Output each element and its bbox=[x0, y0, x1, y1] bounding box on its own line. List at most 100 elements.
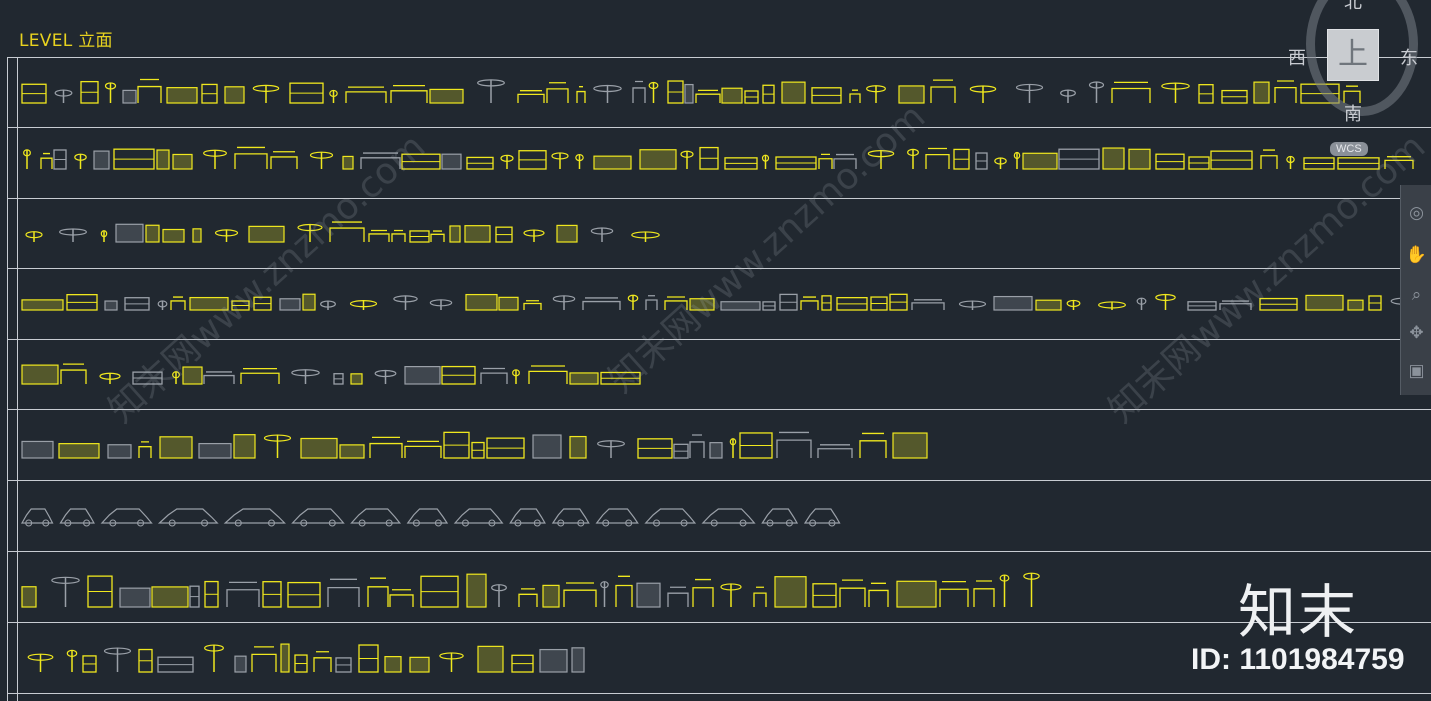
showmotion-icon[interactable]: ▣ bbox=[1408, 361, 1425, 380]
cad-block[interactable] bbox=[994, 296, 1032, 310]
cad-block[interactable] bbox=[374, 369, 397, 378]
cad-block[interactable] bbox=[279, 298, 301, 311]
cad-block[interactable] bbox=[781, 81, 806, 104]
cad-block[interactable] bbox=[994, 157, 1007, 165]
cad-block[interactable] bbox=[958, 300, 987, 308]
cad-block[interactable] bbox=[138, 441, 152, 458]
cad-block[interactable] bbox=[439, 652, 464, 660]
cad-block[interactable] bbox=[1022, 152, 1058, 170]
cad-block[interactable] bbox=[722, 88, 742, 103]
cad-block[interactable] bbox=[925, 147, 950, 169]
cad-block[interactable] bbox=[358, 519, 366, 527]
cad-block[interactable] bbox=[412, 519, 420, 527]
cad-block[interactable] bbox=[281, 644, 289, 672]
cad-block[interactable] bbox=[782, 82, 805, 103]
cad-block[interactable] bbox=[389, 589, 414, 607]
cad-block[interactable] bbox=[410, 657, 429, 672]
cad-block[interactable] bbox=[551, 508, 590, 524]
cad-block[interactable] bbox=[477, 645, 504, 673]
cad-block[interactable] bbox=[146, 225, 159, 242]
cad-block[interactable] bbox=[1260, 149, 1278, 169]
cad-block[interactable] bbox=[107, 444, 132, 459]
cad-block[interactable] bbox=[168, 519, 176, 527]
cad-block[interactable] bbox=[999, 574, 1010, 582]
cad-block[interactable] bbox=[551, 152, 569, 160]
cad-block[interactable] bbox=[532, 434, 562, 459]
zoom-icon[interactable]: ⌕ bbox=[1411, 285, 1422, 304]
cad-block[interactable] bbox=[441, 153, 462, 170]
cad-block[interactable] bbox=[557, 225, 577, 242]
cad-block[interactable] bbox=[1088, 81, 1105, 89]
cad-block[interactable] bbox=[1129, 149, 1150, 169]
cad-block[interactable] bbox=[632, 80, 646, 103]
cad-block[interactable] bbox=[309, 151, 334, 159]
cad-block[interactable] bbox=[391, 229, 406, 242]
cad-block[interactable] bbox=[453, 508, 504, 524]
compass-west[interactable]: 西 bbox=[1288, 48, 1306, 69]
cad-block[interactable] bbox=[839, 579, 866, 607]
cad-block[interactable] bbox=[234, 655, 247, 673]
cad-block[interactable] bbox=[1161, 82, 1190, 90]
cad-block[interactable] bbox=[1253, 81, 1270, 104]
cad-block[interactable] bbox=[637, 583, 660, 607]
cad-block[interactable] bbox=[557, 519, 565, 527]
cad-block[interactable] bbox=[108, 444, 131, 458]
cad-block[interactable] bbox=[721, 87, 743, 104]
cad-block[interactable] bbox=[753, 586, 767, 607]
cad-block[interactable] bbox=[1286, 155, 1295, 164]
cad-block[interactable] bbox=[22, 441, 53, 458]
cad-block[interactable] bbox=[137, 78, 162, 103]
cad-block[interactable] bbox=[166, 87, 198, 104]
cad-block[interactable] bbox=[190, 297, 228, 310]
cad-block[interactable] bbox=[173, 154, 192, 169]
cad-block[interactable] bbox=[301, 438, 337, 458]
cad-block[interactable] bbox=[1274, 80, 1297, 103]
cad-block[interactable] bbox=[539, 648, 568, 673]
cad-block[interactable] bbox=[500, 154, 514, 162]
cad-block[interactable] bbox=[785, 519, 793, 527]
cad-block[interactable] bbox=[350, 508, 402, 524]
cad-block[interactable] bbox=[405, 366, 440, 384]
cad-block[interactable] bbox=[590, 227, 614, 235]
cad-block[interactable] bbox=[360, 152, 401, 169]
cad-block[interactable] bbox=[465, 293, 498, 311]
cad-block[interactable] bbox=[404, 440, 442, 458]
cad-block[interactable] bbox=[160, 436, 192, 458]
cad-block[interactable] bbox=[94, 151, 109, 169]
cad-block[interactable] bbox=[523, 229, 545, 237]
cad-block[interactable] bbox=[450, 225, 460, 242]
cad-block[interactable] bbox=[1066, 299, 1081, 308]
cad-block[interactable] bbox=[151, 586, 189, 608]
cad-block[interactable] bbox=[571, 647, 585, 673]
cad-block[interactable] bbox=[59, 508, 95, 524]
cad-block[interactable] bbox=[1103, 148, 1124, 169]
cad-block[interactable] bbox=[892, 432, 928, 459]
cad-block[interactable] bbox=[993, 295, 1033, 311]
cad-block[interactable] bbox=[328, 519, 336, 527]
cad-block[interactable] bbox=[897, 581, 936, 607]
cad-block[interactable] bbox=[739, 519, 747, 527]
cad-block[interactable] bbox=[685, 84, 693, 103]
cad-block[interactable] bbox=[115, 223, 144, 243]
cad-block[interactable] bbox=[543, 585, 559, 607]
cad-block[interactable] bbox=[600, 581, 609, 589]
cad-block[interactable] bbox=[152, 586, 188, 607]
cad-block[interactable] bbox=[528, 365, 568, 384]
cad-block[interactable] bbox=[393, 295, 418, 303]
cad-block[interactable] bbox=[1305, 294, 1344, 311]
cad-block[interactable] bbox=[776, 431, 812, 458]
cad-block[interactable] bbox=[199, 443, 231, 458]
cad-block[interactable] bbox=[345, 86, 387, 103]
cad-block[interactable] bbox=[1348, 300, 1363, 310]
cad-block[interactable] bbox=[225, 86, 244, 103]
cad-block[interactable] bbox=[509, 508, 546, 524]
cad-block[interactable] bbox=[320, 300, 336, 308]
cad-block[interactable] bbox=[803, 508, 841, 524]
cad-block[interactable] bbox=[467, 574, 486, 607]
cad-block[interactable] bbox=[593, 84, 622, 93]
cad-block[interactable] bbox=[368, 229, 390, 242]
orbit-icon[interactable]: ✥ bbox=[1409, 323, 1424, 342]
cad-block[interactable] bbox=[575, 154, 584, 162]
cad-block[interactable] bbox=[342, 155, 354, 170]
